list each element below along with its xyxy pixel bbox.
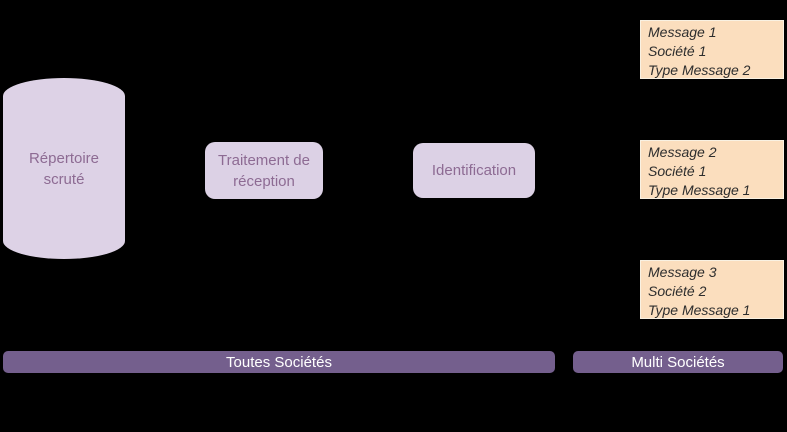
message-1-line-1: Message 1 [648, 24, 717, 40]
message-2-line-2: Société 1 [648, 163, 707, 179]
identification-box: Identification [413, 143, 535, 198]
message-2-line-1: Message 2 [648, 144, 717, 160]
message-3-line-3: Type Message 1 [648, 302, 751, 318]
message-card-2: Message 2 Société 1 Type Message 1 [640, 140, 784, 199]
multi-societes-label: Multi Sociétés [631, 353, 725, 371]
message-1-line-3: Type Message 2 [648, 62, 751, 78]
message-3-line-2: Société 2 [648, 283, 707, 299]
toutes-societes-bar: Toutes Sociétés [3, 351, 555, 373]
message-card-3: Message 3 Société 2 Type Message 1 [640, 260, 784, 319]
scanned-directory-label: Répertoire scruté [28, 149, 100, 188]
message-3-line-1: Message 3 [648, 264, 717, 280]
reception-processing-label: Traitement de réception [218, 151, 310, 190]
toutes-societes-label: Toutes Sociétés [226, 353, 332, 371]
message-2-line-3: Type Message 1 [648, 182, 751, 198]
message-1-line-2: Société 1 [648, 43, 707, 59]
identification-label: Identification [431, 162, 517, 179]
multi-societes-bar: Multi Sociétés [573, 351, 783, 373]
message-card-1: Message 1 Société 1 Type Message 2 [640, 20, 784, 79]
reception-processing-box: Traitement de réception [205, 142, 323, 199]
scanned-directory-cylinder: Répertoire scruté [3, 78, 125, 259]
